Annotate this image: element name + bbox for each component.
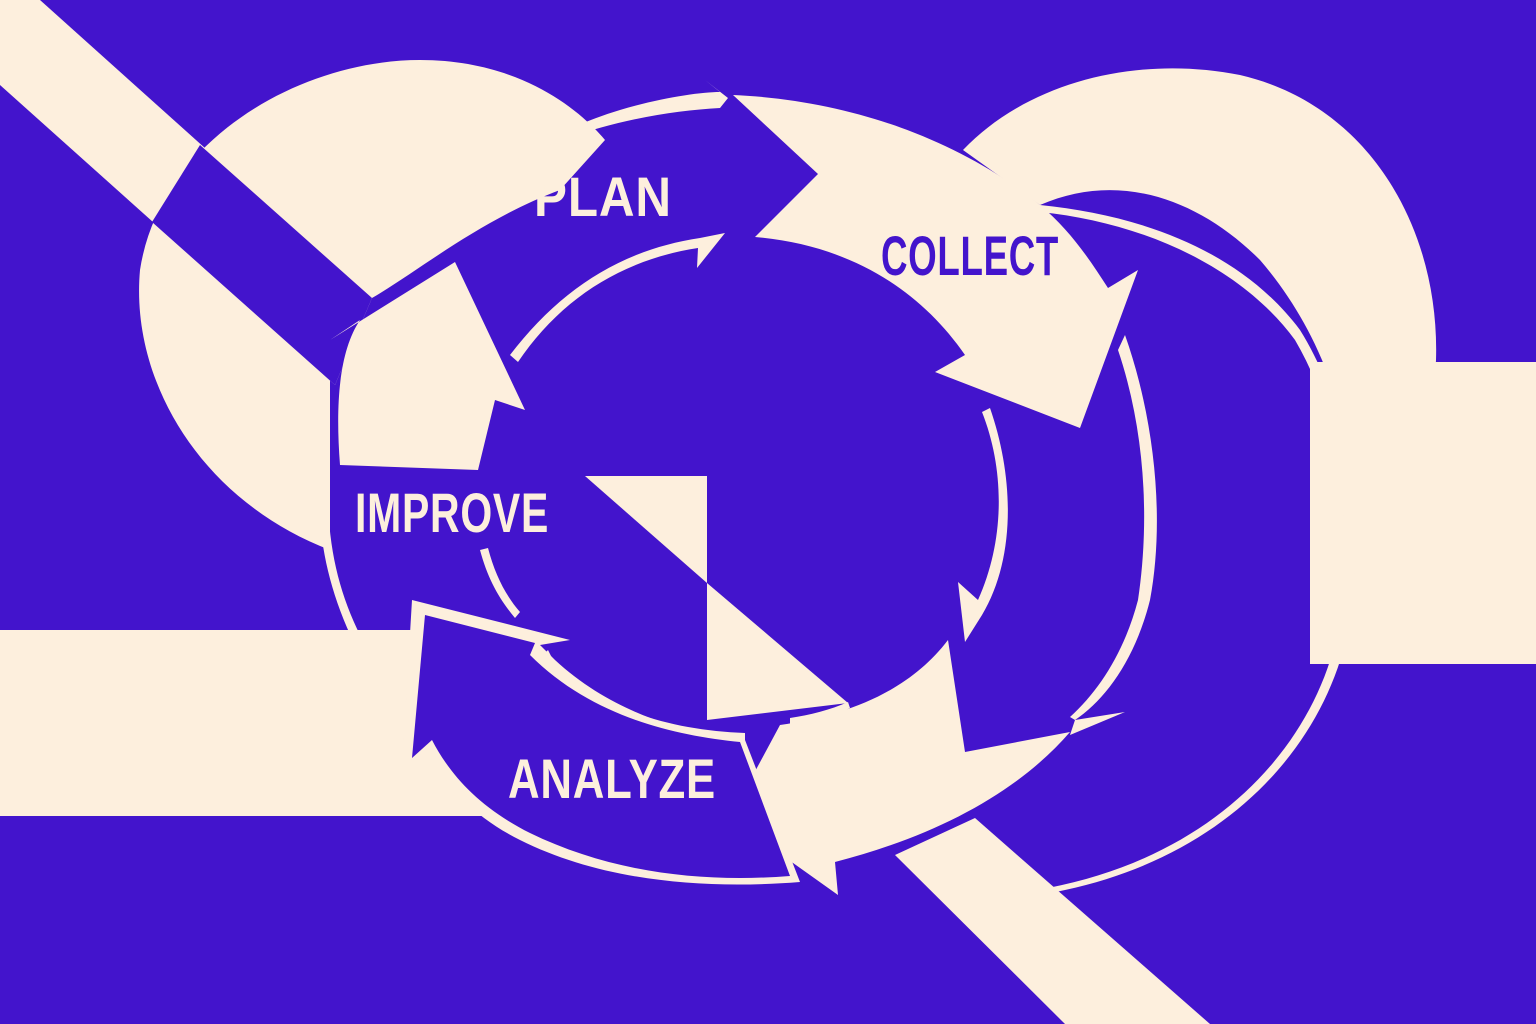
bottom-diagonal-stripe <box>895 818 1210 1024</box>
collect-outline-arc <box>1070 335 1157 720</box>
collect-inner-arrow <box>958 408 1008 642</box>
analyze-arrow-tip <box>1070 712 1125 735</box>
collect-arrow <box>733 95 1138 428</box>
analyze-arrow <box>730 640 1070 895</box>
left-stripe-crossing <box>152 145 372 385</box>
analyze-inner-arc-tail <box>790 702 850 728</box>
plan-outline-arc <box>370 80 728 298</box>
improve-inner-arc <box>480 548 520 618</box>
step-label-analyze: ANALYZE <box>508 747 716 810</box>
center-triangle-bottom <box>707 583 848 720</box>
improve-outline-arc <box>319 470 390 690</box>
step-label-plan: PLAN <box>534 165 672 228</box>
improve-arrow <box>330 262 525 470</box>
center-triangle-top <box>585 476 707 583</box>
step-label-improve: IMPROVE <box>355 481 549 544</box>
improve-return-arrow-body <box>412 615 790 878</box>
plan-inner-arrow <box>510 233 725 362</box>
left-decorative-shape <box>139 60 605 550</box>
step-label-collect: COLLECT <box>881 224 1059 287</box>
right-decorative-shape <box>963 68 1437 553</box>
